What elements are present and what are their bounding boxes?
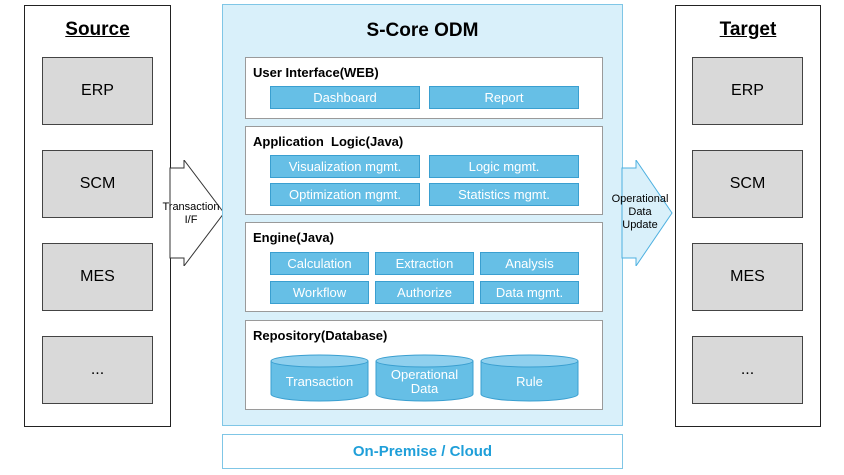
source-more: ... — [42, 336, 153, 404]
ui-panel-title: User Interface(WEB) — [253, 65, 379, 80]
transaction-db-store: Transaction — [270, 354, 369, 402]
target-scm: SCM — [692, 150, 803, 218]
target-erp: ERP — [692, 57, 803, 125]
operational-data-db-line2: Data — [410, 381, 439, 396]
score-odm-title: S-Core ODM — [366, 20, 479, 41]
source-mes: MES — [42, 243, 153, 311]
database-icon — [375, 354, 474, 402]
operational-data-db-store: Operational Data — [375, 354, 474, 402]
operational-data-db-label: Operational Data — [375, 368, 474, 396]
operational-data-update-line1: Operational — [611, 193, 669, 205]
database-icon — [270, 354, 369, 402]
transaction-if-label: Transaction I/F — [152, 201, 230, 227]
authorize-module: Authorize — [375, 281, 474, 304]
analysis-module: Analysis — [480, 252, 579, 275]
transaction-if-line1: Transaction — [162, 201, 220, 213]
workflow-module: Workflow — [270, 281, 369, 304]
dashboard-module: Dashboard — [270, 86, 420, 109]
target-title: Target — [719, 19, 777, 40]
transaction-db-label: Transaction — [270, 375, 369, 389]
optimization-module: Optimization mgmt. — [270, 183, 420, 206]
calculation-module: Calculation — [270, 252, 369, 275]
operational-data-update-line2: Data — [628, 206, 652, 218]
operational-data-update-arrow — [621, 160, 673, 266]
operational-data-db-line1: Operational — [390, 367, 459, 382]
statistics-module: Statistics mgmt. — [429, 183, 579, 206]
source-erp: ERP — [42, 57, 153, 125]
source-scm: SCM — [42, 150, 153, 218]
rule-db-store: Rule — [480, 354, 579, 402]
repository-panel-title: Repository(Database) — [253, 328, 388, 343]
engine-panel-title: Engine(Java) — [253, 230, 334, 245]
target-more: ... — [692, 336, 803, 404]
extraction-module: Extraction — [375, 252, 474, 275]
operational-data-update-line3: Update — [622, 219, 658, 231]
transaction-if-arrow — [169, 160, 225, 266]
report-module: Report — [429, 86, 579, 109]
logic-module: Logic mgmt. — [429, 155, 579, 178]
deployment-label: On-Premise / Cloud — [352, 443, 493, 460]
visualization-module: Visualization mgmt. — [270, 155, 420, 178]
database-icon — [480, 354, 579, 402]
transaction-if-line2: I/F — [184, 214, 198, 226]
target-mes: MES — [692, 243, 803, 311]
transaction-db-line1: Transaction — [285, 374, 354, 389]
operational-data-update-label: Operational Data Update — [602, 193, 678, 232]
rule-db-label: Rule — [480, 375, 579, 389]
rule-db-line1: Rule — [516, 374, 543, 389]
app-logic-panel-title: Application Logic(Java) — [253, 134, 404, 149]
deployment-bar: On-Premise / Cloud — [222, 434, 623, 469]
data-mgmt-module: Data mgmt. — [480, 281, 579, 304]
source-title: Source — [65, 19, 130, 40]
